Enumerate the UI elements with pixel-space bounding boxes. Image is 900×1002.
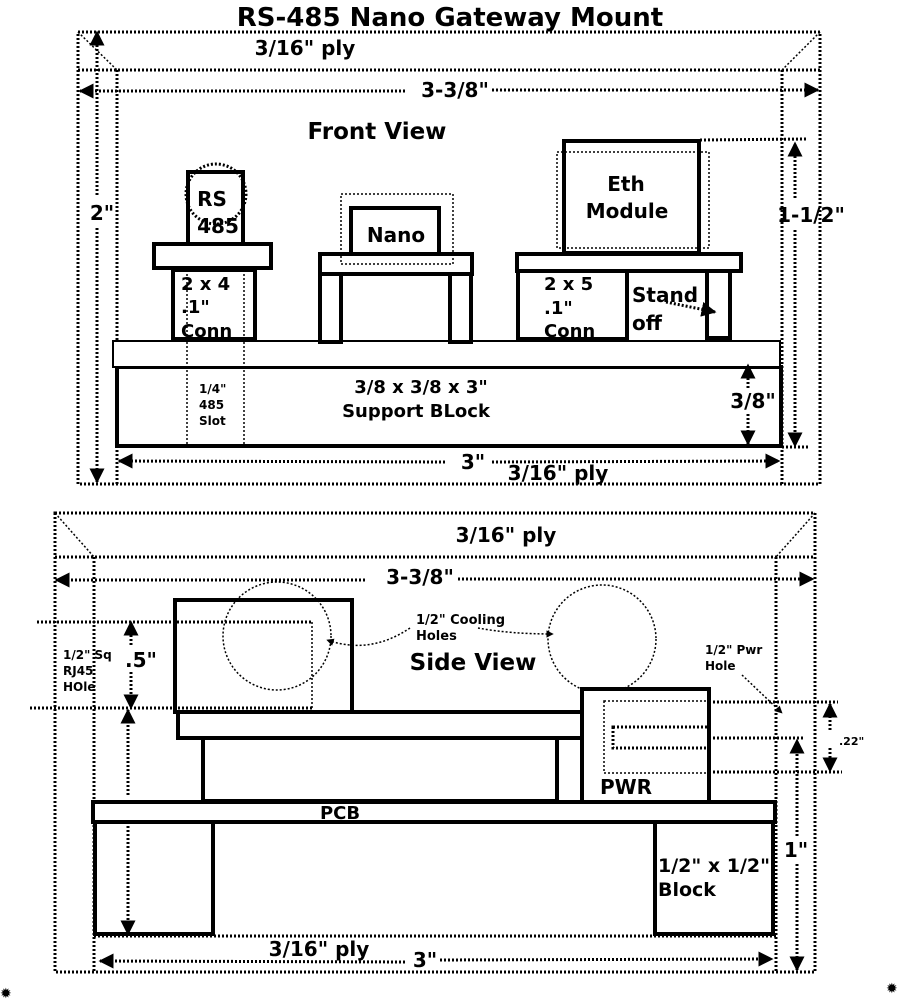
side-cooling-hole-left [222, 581, 332, 691]
side-right-dim-label: 1" [784, 838, 808, 862]
front-view: 3/16" ply 3-3/8" 2" 1-1/2" Front View 1/… [76, 30, 845, 486]
side-rj45-label-2: RJ45 [63, 664, 93, 678]
front-eth-module [562, 139, 701, 255]
front-eth-label-2: Module [586, 199, 669, 223]
front-rs485-board [152, 242, 273, 270]
side-cooling-arrow-right [477, 627, 554, 638]
front-bevel-left [77, 31, 118, 71]
side-view-label: Side View [410, 650, 537, 676]
front-block-label-1: 3/8 x 3/8 x 3" [354, 377, 487, 398]
front-nano-label: Nano [367, 223, 425, 247]
side-pwr-label: PWR [600, 775, 652, 799]
front-rs485-label-1: RS [197, 187, 227, 211]
front-block-label-2: Support BLock [342, 401, 491, 422]
side-view: 3/16" ply 3-3/8" 1/2" Cooling Holes Side… [30, 511, 864, 974]
front-conn24-label-2: .1" [181, 297, 210, 318]
front-nano-leg-left [318, 271, 343, 344]
front-conn24-label-1: 2 x 4 [181, 274, 230, 295]
side-pwr-socket [611, 725, 711, 750]
side-cooling-label-2: Holes [416, 629, 457, 644]
front-rs485-label-2: 485 [197, 214, 239, 238]
front-height-label: 2" [90, 201, 114, 225]
side-pwr-hole-arrow [741, 674, 783, 714]
front-base-arrow-left [117, 453, 446, 469]
side-base-arrow-left [98, 953, 406, 969]
front-bevel-right [781, 31, 821, 71]
side-base-arrow-right [439, 951, 774, 967]
side-base-label: 3" [413, 948, 437, 972]
front-pcb [112, 340, 781, 368]
side-outer-frame [53, 511, 817, 974]
side-rj45-label-1: 1/2" Sq [63, 648, 112, 662]
side-rj45-jack [173, 598, 354, 714]
front-slot-label-2: 485 [199, 398, 224, 412]
side-ply-bottom-label: 3/16" ply [269, 937, 370, 961]
front-slot-label-1: 1/4" [199, 382, 226, 396]
side-rj45-label-3: HOle [63, 680, 96, 694]
front-standoff-arrow [665, 300, 717, 317]
diagram-title: RS-485 Nano Gateway Mount [237, 3, 664, 33]
side-header-block [201, 736, 559, 803]
front-standoff [705, 269, 732, 340]
front-eth-board [515, 252, 743, 273]
front-outer-frame [76, 30, 822, 486]
side-pcb [91, 800, 777, 824]
front-nano-hole [340, 193, 454, 265]
side-block-label-2: Block [658, 879, 716, 901]
front-right-leader [699, 137, 807, 142]
side-cooling-label-1: 1/2" Cooling [416, 613, 505, 628]
front-conn24-label-3: Conn [181, 321, 232, 342]
front-slot-label-3: Slot [199, 414, 226, 428]
side-small-dim-label: .22" [839, 735, 864, 748]
front-view-label: Front View [308, 119, 447, 145]
side-bevel-left [54, 512, 95, 558]
side-cooling-hole-right [547, 584, 657, 694]
corner-mark-left: ✹ [0, 986, 12, 1002]
front-eth-label-1: Eth [607, 172, 644, 196]
side-width-label: 3-3/8" [386, 565, 454, 589]
front-right-label: 1-1/2" [777, 203, 845, 227]
side-half-dim-label: .5" [125, 648, 157, 672]
front-ply-bottom-label: 3/16" ply [508, 461, 609, 485]
front-width-label: 3-3/8" [421, 78, 489, 102]
side-cooling-arrow-left [326, 627, 411, 647]
front-nano-chip [349, 206, 441, 256]
side-bevel-right [775, 512, 816, 558]
front-conn25-label-2: .1" [544, 298, 573, 319]
front-nano-leg-right [448, 271, 473, 344]
side-block-right [653, 820, 775, 936]
front-eth-hole [556, 151, 710, 249]
front-standoff-label-2: off [632, 311, 663, 335]
front-conn25-label-3: Conn [544, 321, 595, 342]
side-pwr-hole-label-2: Hole [705, 659, 736, 673]
side-block-label-1: 1/2" x 1/2" [658, 855, 770, 877]
front-block-dim-label: 3/8" [730, 389, 776, 413]
side-ply-top-label: 3/16" ply [456, 523, 557, 547]
side-pcb-label: PCB [320, 803, 360, 824]
side-pwr-jack [580, 687, 711, 804]
side-pwr-hole-label-1: 1/2" Pwr [705, 643, 762, 657]
front-conn25-label-1: 2 x 5 [544, 274, 593, 295]
corner-mark-right: ✹ [886, 981, 898, 997]
front-standoff-label-1: Stand [632, 283, 698, 307]
side-block-left [93, 820, 215, 936]
side-nano-board [176, 710, 608, 740]
front-rs485-hole [184, 162, 248, 226]
front-ply-top-label: 3/16" ply [255, 36, 356, 60]
front-base-label: 3" [461, 450, 485, 474]
